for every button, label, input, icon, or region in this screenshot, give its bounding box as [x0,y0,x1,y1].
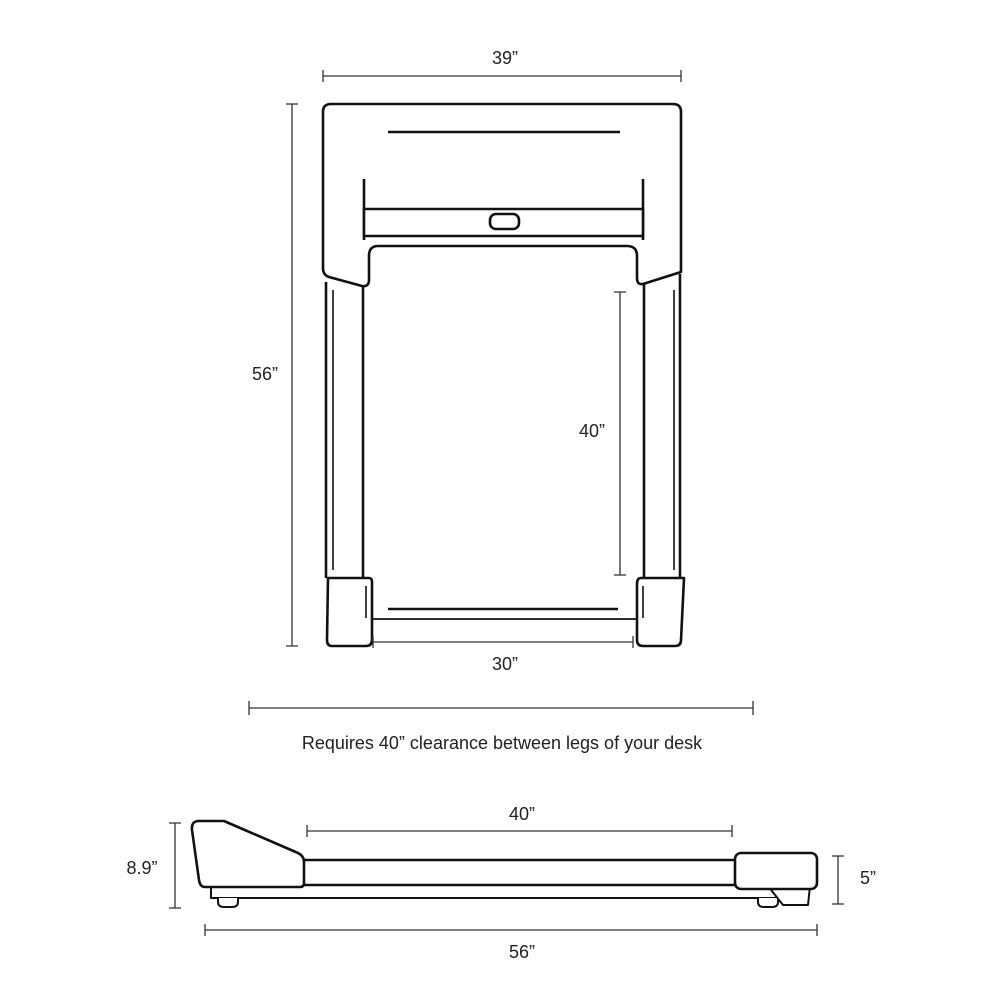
wheel-rear [757,898,779,908]
crossbar-button [488,212,521,231]
rear-cap [733,851,819,891]
front-console [190,819,306,889]
right-foot [635,576,686,648]
right-leg [642,274,682,578]
label-width: 39” [492,48,518,68]
dim-rear [372,636,634,648]
side-dim-front-height [169,822,181,909]
side-label-length: 56” [509,942,535,962]
deck [298,858,742,887]
side-label-deck: 40” [509,804,535,824]
side-label-rear-height: 5” [860,868,876,888]
side-dim-deck [306,825,733,837]
label-length: 56” [252,364,278,384]
label-deck: 40” [579,421,605,441]
dim-deck [614,291,626,576]
side-label-front-height: 8.9” [126,858,157,878]
clearance-note: Requires 40” clearance between legs of y… [302,733,703,753]
dim-width [322,70,682,82]
left-foot [325,576,374,648]
wheel-front [217,898,239,908]
top-view: 39” 56” 40” 30” Requires 40” clearance b… [248,48,754,753]
side-dim-rear-height [832,855,844,905]
label-rear: 30” [492,654,518,674]
side-dim-length [204,924,818,936]
side-view: 40” 8.9” 5” 56” [126,804,876,962]
dim-clearance [248,701,754,715]
dim-length [286,103,298,647]
left-leg [324,282,365,578]
